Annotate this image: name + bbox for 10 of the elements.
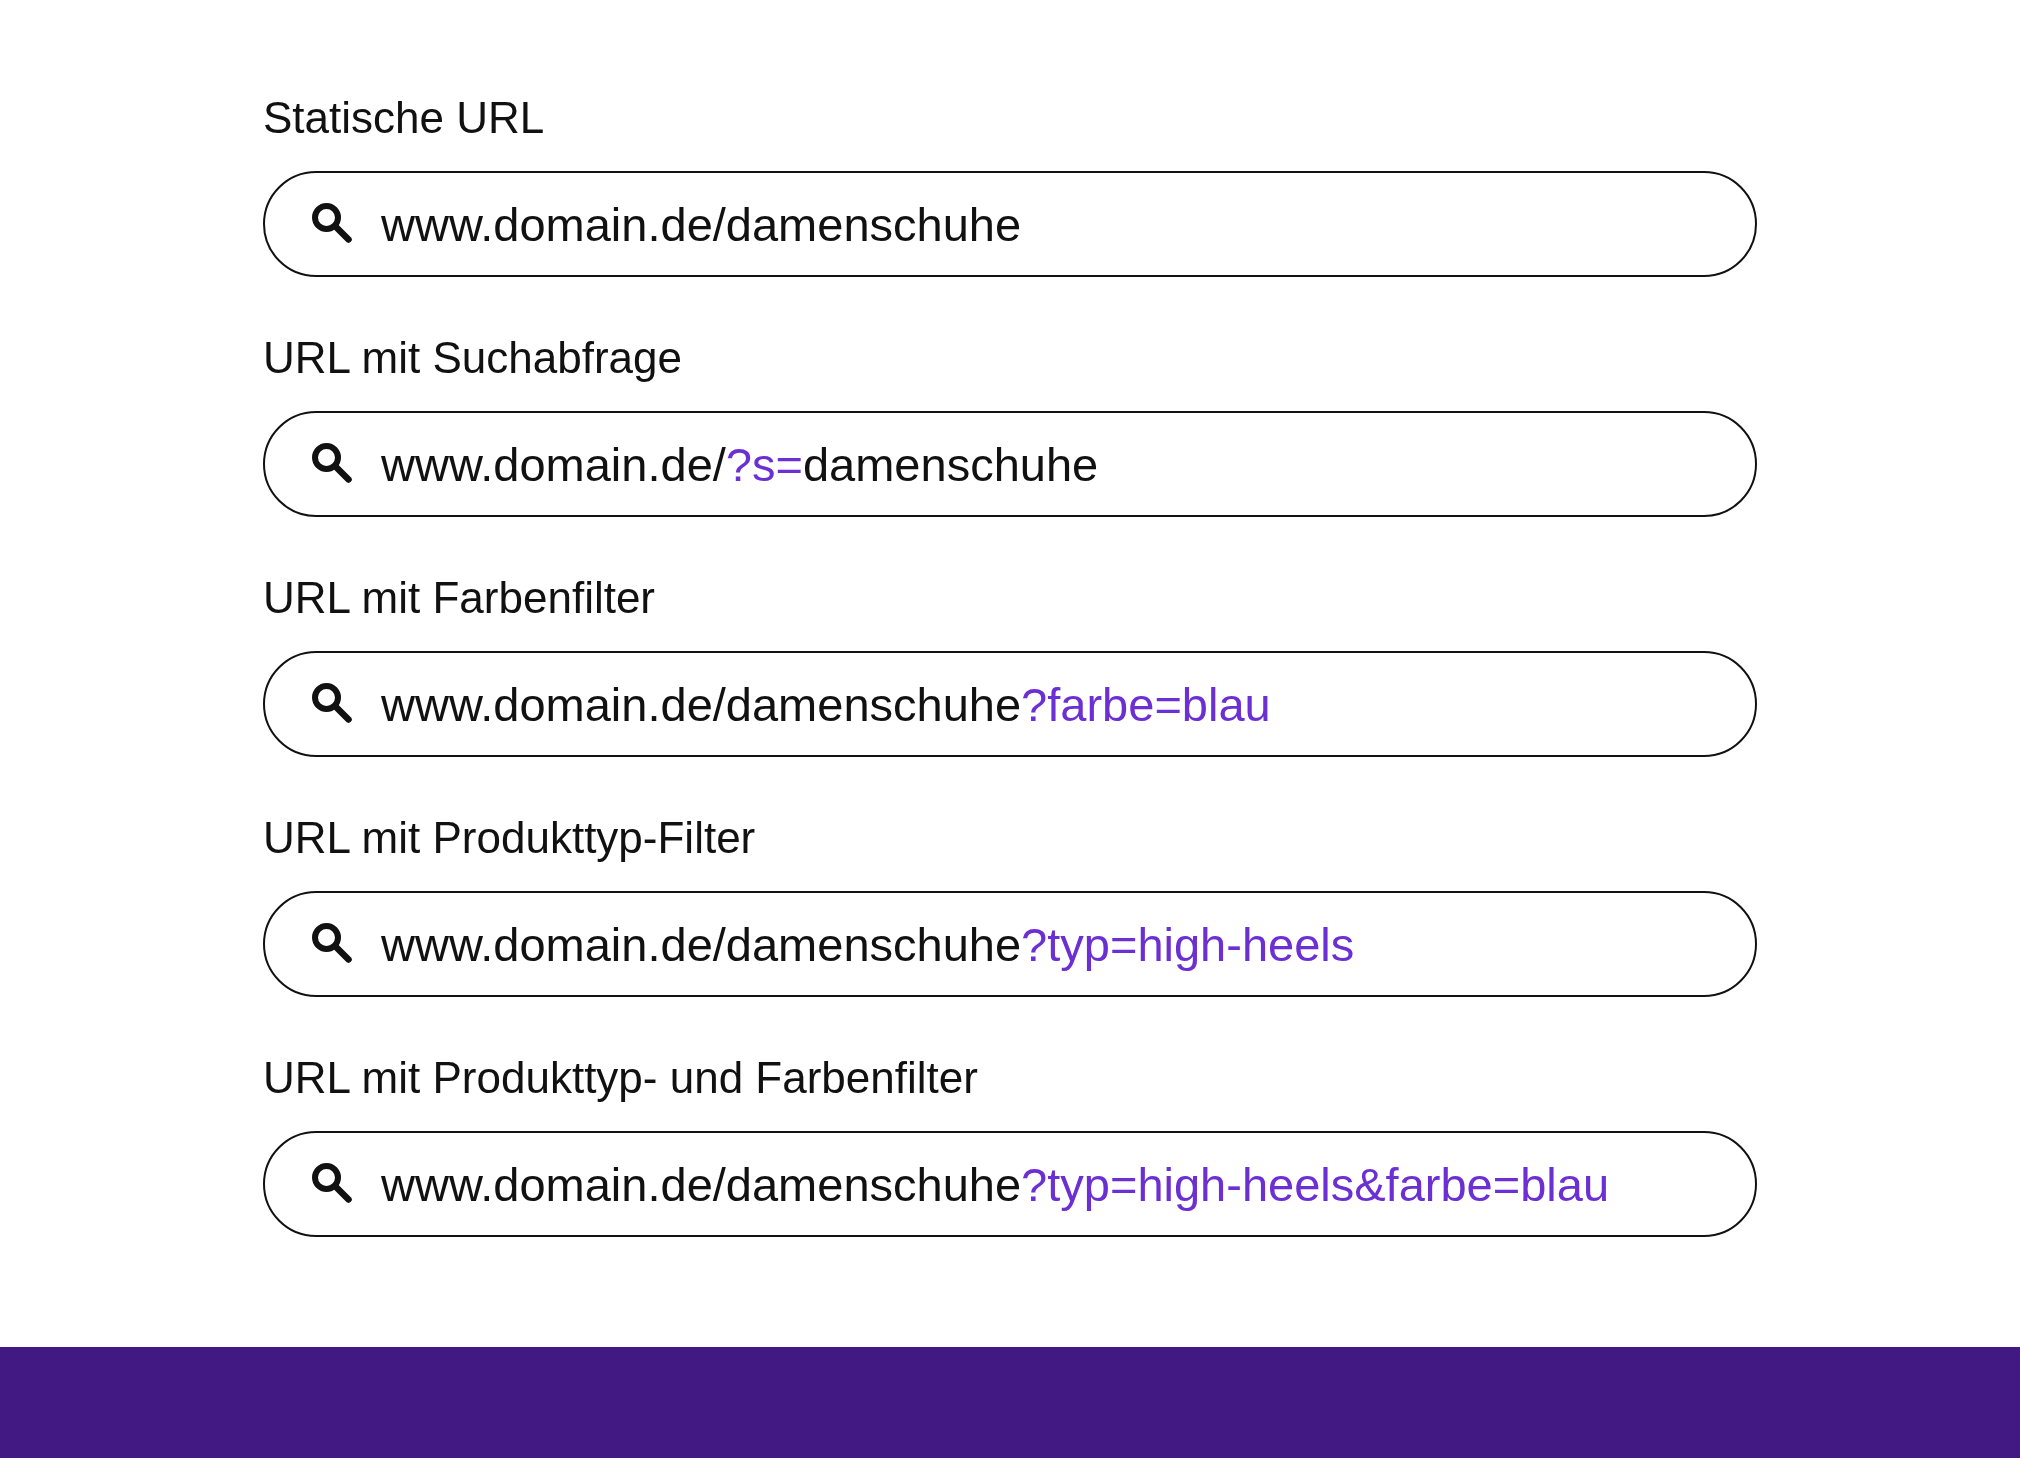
field-label: Statische URL	[263, 93, 545, 143]
field-label: URL mit Suchabfrage	[263, 333, 682, 383]
field-label: URL mit Produkttyp-Filter	[263, 813, 756, 863]
url-text: www.domain.de/damenschuhe	[381, 197, 1022, 253]
url-text: www.domain.de/damenschuhe?typ=high-heels	[381, 917, 1355, 973]
url-text: www.domain.de/?s=damenschuhe	[381, 437, 1099, 493]
field-label: URL mit Produkttyp- und Farbenfilter	[263, 1053, 978, 1103]
field-label: URL mit Farbenfilter	[263, 573, 656, 623]
url-text: www.domain.de/damenschuhe?typ=high-heels&farbe=blau	[381, 1157, 1610, 1213]
url-text: www.domain.de/damenschuhe?farbe=blau	[381, 677, 1271, 733]
